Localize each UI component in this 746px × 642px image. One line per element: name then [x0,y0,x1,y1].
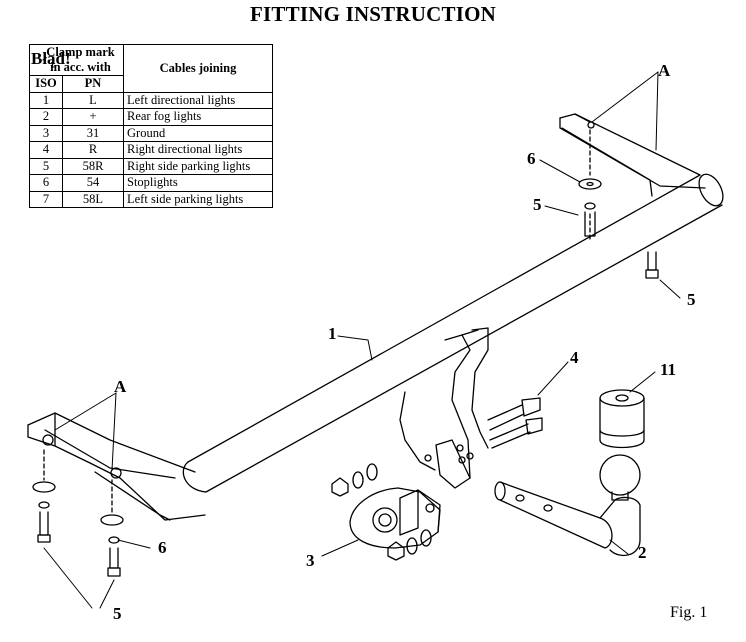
bolts-part-4 [487,397,543,449]
header-iso: ISO [29,75,63,93]
label-part-6-bottom: 6 [158,538,167,557]
label-part-6-top: 6 [527,149,536,168]
socket-plate-part-3 [349,487,441,549]
label-a-left: A [114,377,127,396]
label-part-5-bottom: 5 [113,604,122,623]
center-mounting-plate [399,327,489,489]
table-row: 6 54 Stoplights [29,174,273,192]
ball-arm-part-2 [494,454,641,557]
label-part-5-top: 5 [533,195,542,214]
table-row: 5 58R Right side parking lights [29,157,273,175]
table-row: 4 R Right directional lights [29,141,273,159]
label-part-3: 3 [306,551,315,570]
table-header-row: Clamp mark in acc. with Błąd! Cables joi… [29,44,273,93]
table-row: 3 31 Ground [29,124,273,142]
table-row: 2 + Rear fog lights [29,108,273,126]
nuts-and-washers-center [331,463,432,561]
label-part-11: 11 [660,360,676,379]
label-a-top: A [658,61,671,80]
error-overlay-text: Błąd! [31,49,71,68]
bracket-left [27,412,206,521]
header-cables-joining: Cables joining [123,44,273,93]
leader-lines [43,71,681,609]
fasteners-left [32,449,124,577]
header-pn: PN [62,75,124,93]
cap-part-11 [599,389,645,449]
table-row: 7 58L Left side parking lights [29,190,273,208]
page-title: FITTING INSTRUCTION [250,2,496,26]
label-part-1: 1 [328,324,337,343]
label-part-2: 2 [638,543,647,562]
header-clamp-mark: Clamp mark in acc. with Błąd! [29,44,124,76]
label-part-5-right: 5 [687,290,696,309]
crossbar-part-1 [182,173,724,493]
table-row: 1 L Left directional lights [29,91,273,109]
wiring-table: Clamp mark in acc. with Błąd! Cables joi… [29,44,273,208]
figure-caption: Fig. 1 [670,604,708,621]
label-part-4: 4 [570,348,579,367]
fasteners-top-right [578,129,659,279]
bracket-right [559,113,706,197]
